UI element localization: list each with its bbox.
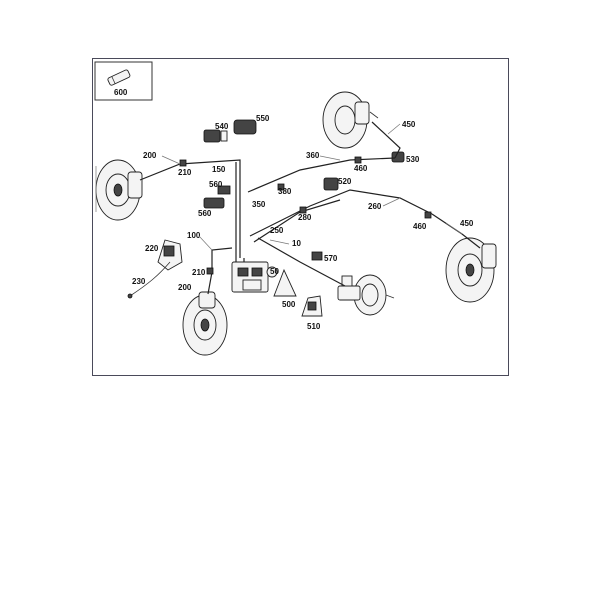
diagram-frame — [92, 58, 509, 376]
callout-500: 500 — [282, 300, 296, 309]
inset-part-600[interactable]: 600 — [94, 61, 153, 101]
callout-230: 230 — [132, 277, 146, 286]
callout-10: 10 — [292, 239, 301, 248]
callout-210-bottom: 210 — [192, 268, 206, 277]
callout-labels: 10 50 100 150 200 200 210 210 220 230 25… — [132, 114, 474, 331]
callout-450-bottom: 450 — [460, 219, 474, 228]
part-530[interactable] — [391, 151, 405, 163]
callout-150: 150 — [212, 165, 226, 174]
callout-100: 100 — [187, 231, 201, 240]
callout-550: 550 — [256, 114, 270, 123]
rear-right-brake-disc[interactable] — [322, 91, 379, 149]
inset-label: 600 — [114, 88, 128, 97]
sensor-cable-230[interactable] — [127, 261, 171, 299]
callout-570: 570 — [324, 254, 338, 263]
bracket-510[interactable] — [301, 295, 323, 317]
callout-560-top: 560 — [209, 180, 223, 189]
callout-460-bottom: 460 — [413, 222, 427, 231]
part-550[interactable] — [233, 119, 257, 135]
callout-530: 530 — [406, 155, 420, 164]
callout-260: 260 — [368, 202, 382, 211]
part-560a[interactable] — [217, 185, 231, 195]
hydraulic-unit[interactable] — [231, 261, 278, 293]
callout-250: 250 — [270, 226, 284, 235]
bracket-220[interactable] — [157, 239, 183, 271]
part-560b[interactable] — [203, 197, 225, 209]
part-540[interactable] — [203, 129, 228, 143]
callout-560-bottom: 560 — [198, 209, 212, 218]
callout-540: 540 — [215, 122, 229, 131]
callout-510: 510 — [307, 322, 321, 331]
brake-lines — [139, 121, 481, 295]
rear-left-brake-disc[interactable] — [445, 237, 497, 303]
callout-460-top: 460 — [354, 164, 368, 173]
bracket-500[interactable] — [273, 268, 297, 297]
front-right-brake-disc[interactable] — [182, 291, 228, 356]
brake-booster[interactable] — [337, 274, 395, 316]
callout-450-top: 450 — [402, 120, 416, 129]
part-520[interactable] — [323, 177, 339, 191]
leader-lines — [161, 123, 463, 251]
callout-220: 220 — [145, 244, 159, 253]
callout-280: 280 — [298, 213, 312, 222]
part-570[interactable] — [311, 251, 323, 261]
callout-350: 350 — [252, 200, 266, 209]
callout-380: 380 — [278, 187, 292, 196]
callout-360: 360 — [306, 151, 320, 160]
callout-200-bottom: 200 — [178, 283, 192, 292]
callout-50: 50 — [270, 267, 279, 276]
fittings — [179, 156, 432, 275]
front-left-brake-disc[interactable] — [95, 159, 143, 221]
callout-210-top: 210 — [178, 168, 192, 177]
callout-200-top: 200 — [143, 151, 157, 160]
callout-520: 520 — [338, 177, 352, 186]
